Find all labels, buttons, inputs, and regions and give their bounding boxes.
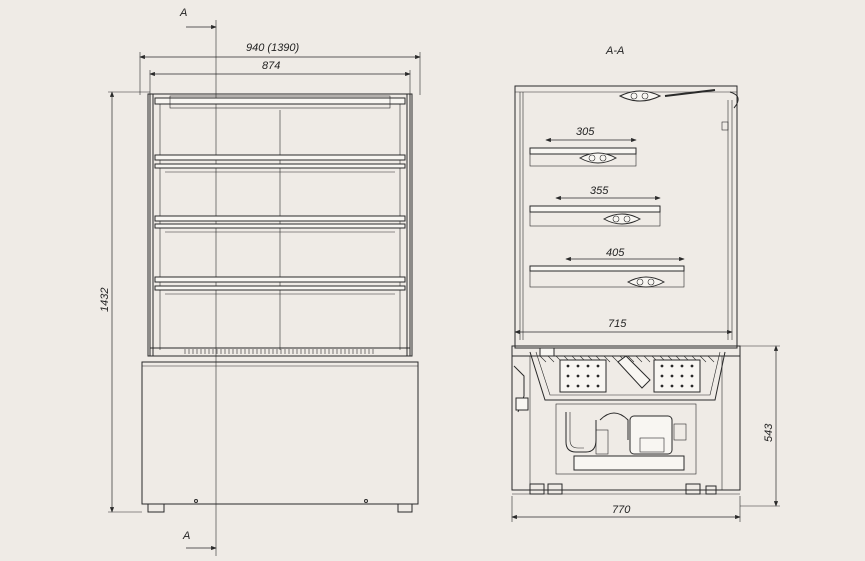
- base-height-label: 543: [763, 423, 775, 442]
- inner-width-label: 874: [262, 60, 280, 72]
- evaporator-tub: [511, 345, 741, 401]
- front-base: [141, 361, 419, 505]
- base-depth-label: 770: [612, 504, 631, 516]
- shelf-3-depth-label: 405: [606, 247, 625, 259]
- shelf-2-depth-label: 355: [590, 185, 609, 197]
- shelf-2: 355: [529, 185, 661, 227]
- height-label: 1432: [99, 288, 111, 312]
- front-shelves: [154, 154, 406, 295]
- front-view: A A 940 (1390) 874 1432: [99, 7, 421, 556]
- inner-depth-label: 715: [608, 318, 627, 330]
- section-cabinet: [514, 85, 738, 349]
- shelf-1: 305: [529, 126, 637, 167]
- section-title: A-A: [605, 45, 624, 57]
- front-grille: [184, 349, 374, 354]
- section-mark-top: A: [179, 7, 187, 19]
- top-lamp: [618, 89, 739, 109]
- section-feet: [512, 483, 740, 495]
- section-mark-bottom: A: [182, 530, 190, 542]
- shelf-1-depth-label: 305: [576, 126, 595, 138]
- section-view: A-A 305 355: [511, 45, 780, 522]
- overall-width-label: 940 (1390): [246, 42, 300, 54]
- machine-compartment: [511, 355, 741, 491]
- shelf-3: 405: [529, 247, 685, 288]
